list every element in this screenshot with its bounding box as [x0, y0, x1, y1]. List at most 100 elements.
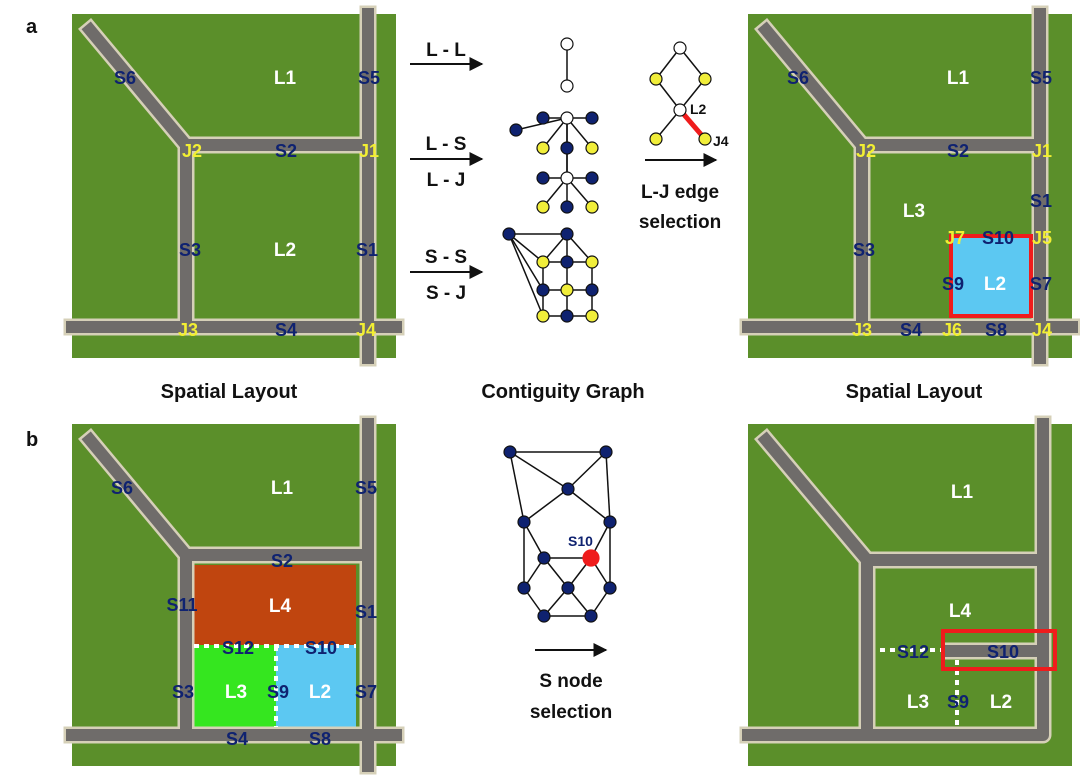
selection-box	[941, 629, 1057, 671]
graph-s-node-selection	[503, 445, 617, 623]
graph-edge	[523, 521, 545, 559]
graph-node	[517, 581, 531, 595]
arrow-label-lj: L - J	[427, 170, 466, 191]
graph-node	[561, 482, 575, 496]
graph-edge	[509, 451, 525, 523]
graph-node	[537, 551, 551, 565]
graph-node	[517, 515, 531, 529]
graph-node	[673, 41, 687, 55]
lot-label: L1	[951, 482, 974, 503]
street-label: S9	[267, 682, 289, 702]
caption-middle: Contiguity Graph	[481, 381, 644, 403]
street-label: S8	[309, 729, 331, 749]
graph-node	[536, 171, 550, 185]
arrow-label-sj: S - J	[426, 283, 466, 304]
edge-selection-line1: L-J edge	[641, 182, 719, 203]
graph-edge	[508, 233, 544, 291]
junction-label: J1	[359, 141, 379, 161]
street-label: S2	[271, 551, 293, 571]
panel-label-a: a	[26, 16, 38, 38]
street-label: S9	[947, 692, 969, 712]
junction-label: J6	[942, 320, 962, 340]
street-label: S3	[179, 240, 201, 260]
graph-node	[536, 283, 550, 297]
panel-label-b: b	[26, 429, 38, 451]
lot-label: L1	[274, 68, 297, 89]
street-label: S7	[1030, 274, 1052, 294]
lot-label: L2	[990, 692, 1012, 713]
street-label: S1	[356, 240, 378, 260]
edge-selection-line2: selection	[639, 212, 721, 233]
street-label: S6	[114, 68, 136, 88]
street-label: S5	[1030, 68, 1052, 88]
graph-node	[603, 515, 617, 529]
street-label: S3	[853, 240, 875, 260]
map-a-right: L1 L2 L3 S1 S2 S3 S4 S5 S6 S7 S8 S9 S10 …	[739, 5, 1080, 367]
graph-node	[698, 132, 712, 146]
graph-node	[585, 283, 599, 297]
map-a-left: L1 L2 S1 S2 S3 S4 S5 S6 J1 J2 J3 J4	[63, 5, 405, 367]
graph-node	[698, 72, 712, 86]
graph-edge	[567, 451, 607, 490]
graph-node	[673, 103, 687, 117]
street-label: S4	[226, 729, 248, 749]
selected-node-label: S10	[568, 533, 593, 549]
caption-left: Spatial Layout	[161, 381, 298, 403]
map-a-right-roads	[742, 8, 1078, 364]
graph-node	[649, 72, 663, 86]
graph-ll	[560, 37, 574, 93]
graph-node	[560, 37, 574, 51]
street-label: S10	[987, 642, 1019, 662]
graph-node	[536, 141, 550, 155]
s-node-selection-line2: selection	[530, 702, 612, 723]
street-label: S2	[275, 141, 297, 161]
graph-node	[560, 255, 574, 269]
graph-edge	[523, 488, 569, 523]
graph-node	[599, 445, 613, 459]
edge-target-label: J4	[713, 133, 729, 149]
street-label: S7	[355, 682, 377, 702]
street-label: S10	[982, 228, 1014, 248]
lot-label: L4	[269, 596, 292, 617]
graph-node	[585, 309, 599, 323]
street-label: S2	[947, 141, 969, 161]
graph-node	[585, 111, 599, 125]
street-label: S1	[1030, 191, 1052, 211]
graph-node	[585, 141, 599, 155]
graph-edge	[508, 233, 544, 263]
lot-label: L2	[984, 274, 1006, 295]
lot-label: L3	[907, 692, 929, 713]
street-label: S4	[275, 320, 297, 340]
selection-box	[949, 234, 1033, 318]
graph-node	[560, 309, 574, 323]
arrow-label-ss: S - S	[425, 247, 467, 268]
lot-l3-fill	[194, 645, 276, 727]
graph-node	[503, 445, 517, 459]
graph-edge	[679, 78, 706, 111]
lot-label: L2	[309, 682, 331, 703]
street-label: S3	[172, 682, 194, 702]
panel-b-arrow: S node selection S10	[530, 533, 612, 723]
graph-node	[561, 581, 575, 595]
junction-label: J7	[945, 228, 965, 248]
map-b-right: L1 L2 L3 L4 S9 S10 S12	[739, 415, 1072, 766]
lot-l2-highlight	[951, 236, 1031, 316]
graph-node	[560, 227, 574, 241]
arrow-label-ll: L - L	[426, 40, 466, 61]
graph-node	[536, 111, 550, 125]
junction-label: J2	[182, 141, 202, 161]
graph-node	[509, 123, 523, 137]
panel-a-arrows: L - L L - S L - J S - S S - J L-J edge s…	[410, 40, 729, 304]
street-label: S5	[358, 68, 380, 88]
selected-node	[582, 549, 600, 567]
lot-label: L3	[903, 201, 925, 222]
map-b-left: L1 L2 L3 L4 S1 S2 S3 S4 S5 S6 S7 S8 S9 S…	[63, 415, 405, 775]
street-label: S8	[985, 320, 1007, 340]
map-b-right-roads	[742, 418, 1049, 741]
junction-label: J2	[856, 141, 876, 161]
map-b-left-roads	[66, 418, 402, 772]
street-label: S12	[897, 642, 929, 662]
graph-node	[585, 200, 599, 214]
street-label: S9	[942, 274, 964, 294]
